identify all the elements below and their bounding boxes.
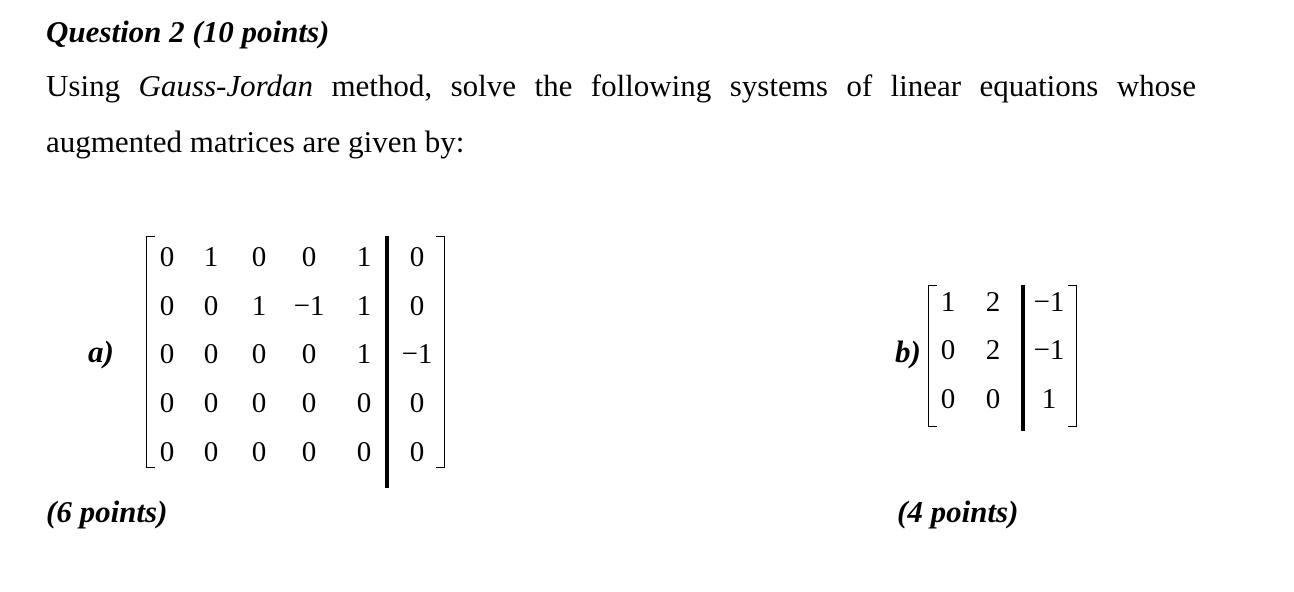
- part-b-matrix-cell: 0: [940, 334, 956, 366]
- part-a-matrix-cell: 0: [251, 241, 267, 273]
- part-a-augment-bar: [385, 236, 389, 488]
- instruction-text-start: Using: [46, 68, 139, 103]
- part-a-matrix-cell: 0: [301, 387, 317, 419]
- part-a-matrix-cell: 1: [356, 290, 372, 322]
- part-a-matrix-cell: −1: [401, 338, 433, 370]
- part-b-matrix-cell: −1: [1033, 286, 1065, 318]
- instruction-method-name: Gauss-Jordan: [138, 68, 314, 103]
- question-instruction-line-1: Using Gauss-Jordan method, solve the fol…: [46, 68, 1196, 104]
- part-a-matrix-cell: 1: [203, 241, 219, 273]
- part-a-matrix-cell: 0: [409, 436, 425, 468]
- part-a-matrix-cell: 1: [251, 290, 267, 322]
- question-title: Question 2 (10 points): [46, 14, 330, 49]
- part-a-matrix-cell: 0: [251, 338, 267, 370]
- question-instruction-line-2: augmented matrices are given by:: [46, 124, 465, 159]
- part-a-matrix-cell: 0: [159, 387, 175, 419]
- part-b-label: b): [895, 334, 921, 369]
- instruction-text-rest: method, solve the following systems of l…: [313, 68, 1196, 103]
- part-a-matrix-cell: 0: [251, 387, 267, 419]
- part-a-matrix-cell: 0: [301, 241, 317, 273]
- part-b-right-bracket: [1068, 285, 1077, 427]
- part-b-matrix-cell: 2: [985, 286, 1001, 318]
- part-a-matrix-cell: 0: [356, 387, 372, 419]
- part-b-matrix-cell: 1: [940, 286, 956, 318]
- part-a-matrix-cell: 1: [356, 338, 372, 370]
- part-a-matrix-cell: 0: [203, 436, 219, 468]
- part-a-matrix-cell: 0: [356, 436, 372, 468]
- part-a-matrix-cell: 1: [356, 241, 372, 273]
- part-b-matrix-cell: 0: [985, 383, 1001, 415]
- part-a-matrix-cell: 0: [301, 338, 317, 370]
- part-a-matrix-cell: 0: [409, 290, 425, 322]
- part-a-matrix-cell: 0: [159, 290, 175, 322]
- part-a-right-bracket: [436, 236, 445, 468]
- part-b-matrix-cell: 0: [940, 383, 956, 415]
- part-a-matrix-cell: 0: [203, 387, 219, 419]
- part-b-augment-bar: [1021, 285, 1025, 431]
- part-a-matrix-cell: 0: [409, 241, 425, 273]
- part-b-matrix-cell: 1: [1041, 383, 1057, 415]
- part-a-matrix-cell: 0: [301, 436, 317, 468]
- part-b-matrix-cell: −1: [1033, 334, 1065, 366]
- part-a-left-bracket: [146, 236, 155, 468]
- part-a-label: a): [88, 334, 114, 369]
- part-a-points: (6 points): [46, 494, 168, 529]
- part-b-left-bracket: [928, 285, 937, 427]
- part-a-matrix-cell: 0: [409, 387, 425, 419]
- part-a-matrix-cell: 0: [251, 436, 267, 468]
- part-b-matrix-cell: 2: [985, 334, 1001, 366]
- part-a-matrix-cell: 0: [203, 290, 219, 322]
- part-a-matrix-cell: 0: [159, 241, 175, 273]
- part-a-matrix-cell: −1: [293, 290, 325, 322]
- part-a-matrix-cell: 0: [203, 338, 219, 370]
- part-b-points: (4 points): [897, 494, 1019, 529]
- part-a-matrix-cell: 0: [159, 436, 175, 468]
- part-a-matrix-cell: 0: [159, 338, 175, 370]
